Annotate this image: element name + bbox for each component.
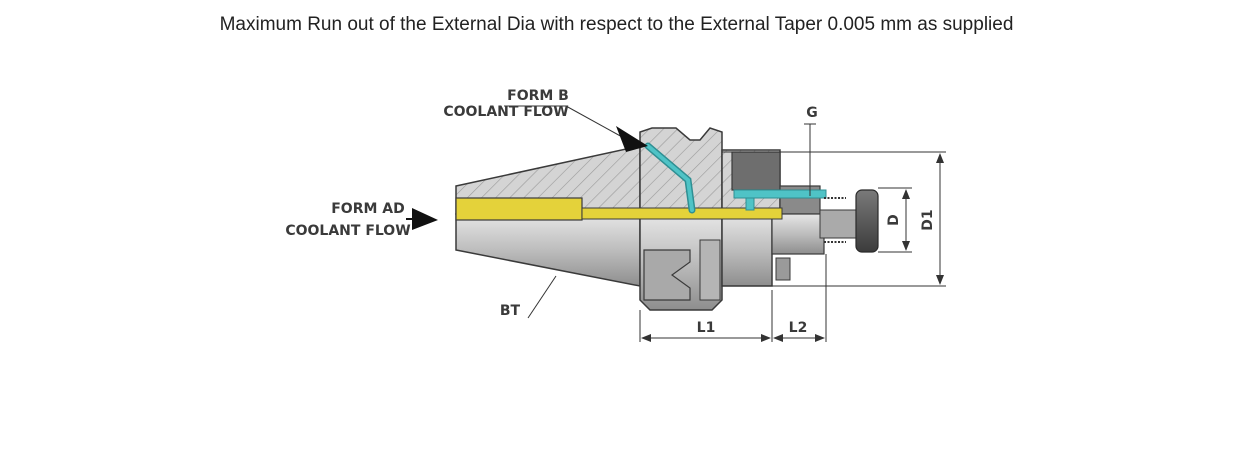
clamping-screw xyxy=(819,189,879,253)
coolant-flow-ad-label: COOLANT FLOW xyxy=(285,223,410,239)
dimension-lines xyxy=(504,105,946,342)
d-label: D xyxy=(886,214,902,226)
l2-label: L2 xyxy=(789,320,808,336)
coolant-flow-b-label: COOLANT FLOW xyxy=(443,104,568,120)
coolant-channel-cyan xyxy=(644,142,827,214)
form-ad-arrow-icon xyxy=(412,208,438,230)
lower-exterior xyxy=(455,213,825,311)
d1-label: D1 xyxy=(920,209,936,230)
bt-label: BT xyxy=(500,303,521,319)
coolant-channel-yellow xyxy=(455,197,783,221)
g-label: G xyxy=(806,105,818,121)
form-ad-label: FORM AD xyxy=(331,201,405,217)
l1-label: L1 xyxy=(697,320,716,336)
caption-text: Maximum Run out of the External Dia with… xyxy=(219,14,1014,35)
form-b-arrow-icon xyxy=(616,126,648,152)
form-b-label: FORM B xyxy=(507,88,569,104)
